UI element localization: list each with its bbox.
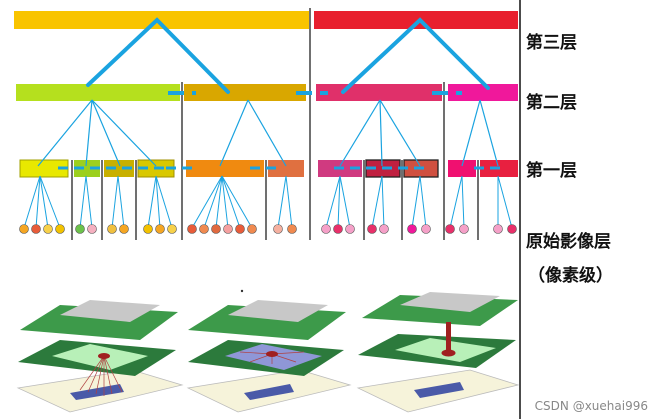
raw-image-layer-label: 原始影像层 (526, 232, 611, 252)
pixel-nodes (19, 224, 517, 234)
level1-segment (74, 160, 100, 177)
layer-stack-illustration-2 (186, 300, 352, 413)
level1-bars (19, 159, 518, 178)
layer-stack-illustration-3 (356, 292, 520, 413)
level1-segment (186, 160, 264, 177)
level1-segment (268, 160, 304, 177)
level3-segment-left (14, 11, 309, 29)
level2-label: 第二层 (526, 93, 577, 113)
level3-to-level2-connectors (86, 17, 490, 94)
level1-segment (104, 160, 134, 177)
level3-label: 第三层 (526, 33, 577, 53)
layer-stack-illustration-1 (16, 300, 184, 413)
level1-to-pixel-connectors (23, 175, 513, 229)
level2-to-level1-connectors (37, 99, 499, 167)
center-dot (240, 289, 244, 293)
level1-label: 第一层 (526, 161, 577, 181)
level3-bars (14, 11, 518, 29)
level2-segment-4 (448, 84, 518, 101)
level2-segment-3 (316, 84, 442, 101)
pixel-level-label: （像素级） (528, 266, 613, 286)
level2-segment-2 (184, 84, 306, 101)
watermark: CSDN @xuehai996 (534, 399, 648, 413)
level1-segment (448, 160, 476, 177)
group-dividers (71, 8, 479, 240)
level3-segment-right (314, 11, 518, 29)
level2-segment-1 (16, 84, 180, 101)
